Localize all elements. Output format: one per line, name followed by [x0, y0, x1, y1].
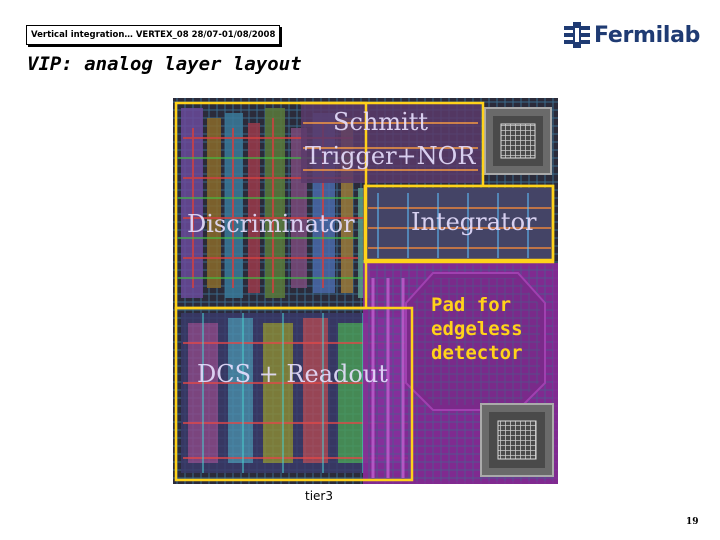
fermilab-logo-text: Fermilab: [594, 22, 701, 48]
layout-drawing: [173, 98, 558, 484]
block-label-dcs-readout: DCS + Readout: [197, 360, 388, 388]
fermilab-logo: Fermilab: [564, 20, 700, 50]
block-label-trigger-nor: Trigger+NOR: [305, 142, 476, 170]
page-number: 19: [686, 517, 699, 527]
conference-header: Vertical integration… VERTEX_08 28/07-01…: [26, 25, 280, 45]
block-label-integrator: Integrator: [411, 208, 537, 236]
analog-layer-layout-image: Schmitt Trigger+NOR Discriminator Integr…: [173, 98, 558, 484]
slide-title: VIP: analog layer layout: [27, 53, 302, 75]
layout-caption: tier3: [305, 489, 333, 503]
pad-label: Pad for edgeless detector: [431, 294, 523, 364]
fermilab-logo-icon: [564, 22, 590, 48]
block-label-schmitt: Schmitt: [333, 108, 429, 136]
block-label-discriminator: Discriminator: [187, 210, 355, 238]
